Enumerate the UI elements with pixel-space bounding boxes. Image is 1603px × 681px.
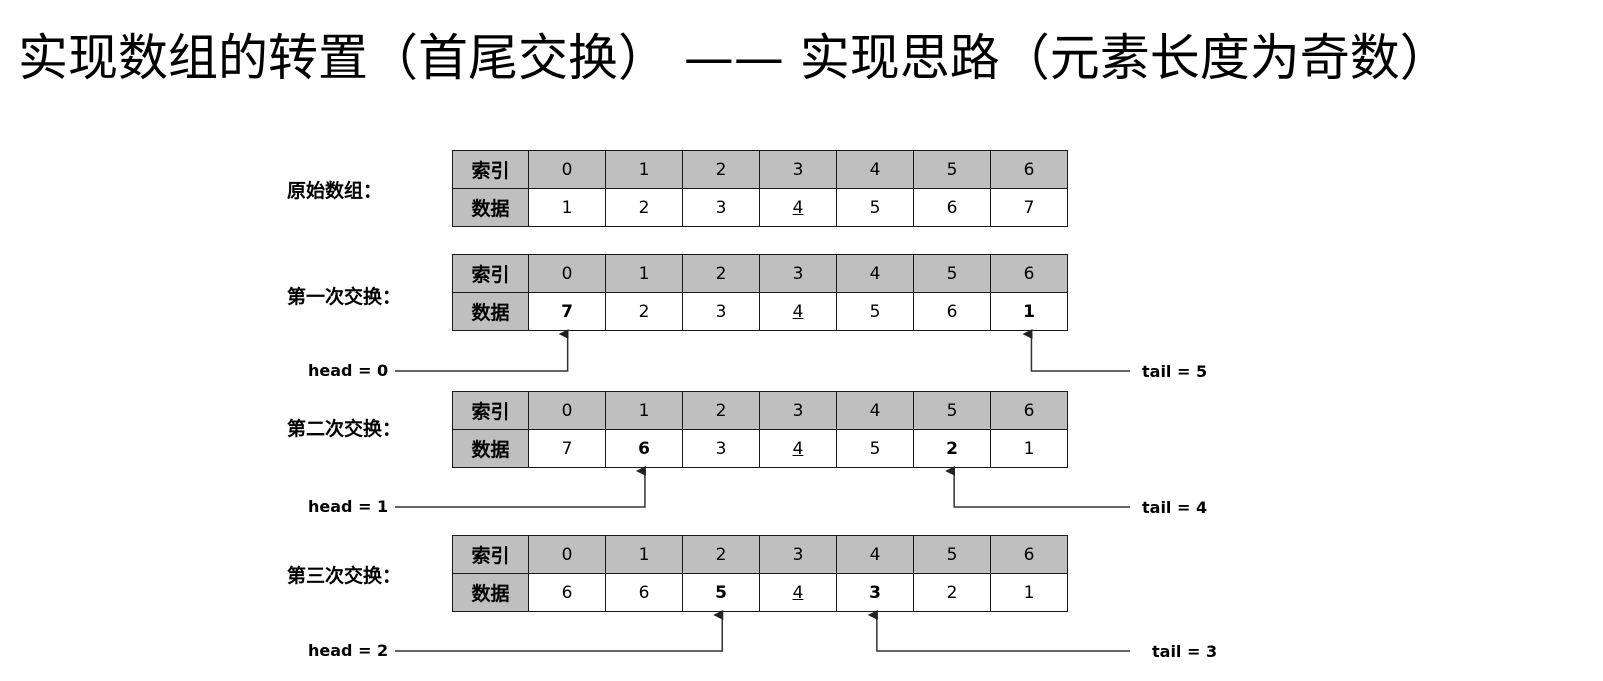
- index-cell: 2: [682, 391, 760, 430]
- value-cell: 1: [990, 573, 1068, 612]
- data-header: 数据: [452, 573, 529, 612]
- index-cell: 2: [682, 535, 760, 574]
- data-header: 数据: [452, 429, 529, 468]
- step-label: 第二次交换：: [287, 418, 402, 440]
- page-title: 实现数组的转置（首尾交换） —— 实现思路（元素长度为奇数）: [18, 29, 1450, 87]
- value-cell: 6: [605, 573, 683, 612]
- tail-arrow: [945, 466, 1130, 508]
- tail-arrow: [1022, 329, 1130, 372]
- value-cell: 6: [913, 292, 991, 331]
- value-cell: 4: [759, 188, 837, 227]
- tail-label: tail = 4: [1142, 498, 1207, 517]
- value-cell: 3: [682, 292, 760, 331]
- index-header: 索引: [452, 150, 529, 189]
- data-header: 数据: [452, 292, 529, 331]
- index-cell: 4: [836, 150, 914, 189]
- index-cell: 3: [759, 150, 837, 189]
- head-arrow: [395, 466, 646, 508]
- step-label: 第三次交换：: [287, 565, 402, 587]
- index-cell: 6: [990, 254, 1068, 293]
- index-cell: 0: [528, 391, 606, 430]
- index-cell: 6: [990, 150, 1068, 189]
- index-cell: 5: [913, 391, 991, 430]
- head-label: head = 2: [308, 641, 388, 660]
- value-cell: 2: [913, 573, 991, 612]
- value-cell: 6: [528, 573, 606, 612]
- value-cell: 1: [990, 429, 1068, 468]
- step-label: 原始数组：: [287, 180, 383, 202]
- value-cell: 3: [682, 429, 760, 468]
- value-cell: 5: [836, 429, 914, 468]
- head-label: head = 1: [308, 497, 388, 516]
- step-label: 第一次交换：: [287, 286, 402, 308]
- index-cell: 1: [605, 391, 683, 430]
- head-label: head = 0: [308, 361, 388, 380]
- index-cell: 4: [836, 535, 914, 574]
- index-header: 索引: [452, 254, 529, 293]
- value-cell: 4: [759, 429, 837, 468]
- index-cell: 6: [990, 535, 1068, 574]
- tail-label: tail = 5: [1142, 362, 1207, 381]
- index-cell: 2: [682, 150, 760, 189]
- value-cell: 3: [682, 188, 760, 227]
- head-arrow: [395, 610, 724, 652]
- tail-label: tail = 3: [1152, 642, 1217, 661]
- index-cell: 6: [990, 391, 1068, 430]
- index-cell: 3: [759, 254, 837, 293]
- index-header: 索引: [452, 535, 529, 574]
- index-cell: 3: [759, 391, 837, 430]
- value-cell: 6: [605, 429, 683, 468]
- tail-arrow: [867, 610, 1130, 652]
- value-cell: 7: [990, 188, 1068, 227]
- value-cell: 2: [605, 188, 683, 227]
- value-cell: 4: [759, 573, 837, 612]
- value-cell: 6: [913, 188, 991, 227]
- index-cell: 1: [605, 254, 683, 293]
- value-cell: 5: [836, 292, 914, 331]
- index-cell: 3: [759, 535, 837, 574]
- head-arrow: [395, 329, 569, 372]
- value-cell: 1: [990, 292, 1068, 331]
- index-cell: 1: [605, 150, 683, 189]
- index-cell: 5: [913, 150, 991, 189]
- index-cell: 4: [836, 254, 914, 293]
- data-header: 数据: [452, 188, 529, 227]
